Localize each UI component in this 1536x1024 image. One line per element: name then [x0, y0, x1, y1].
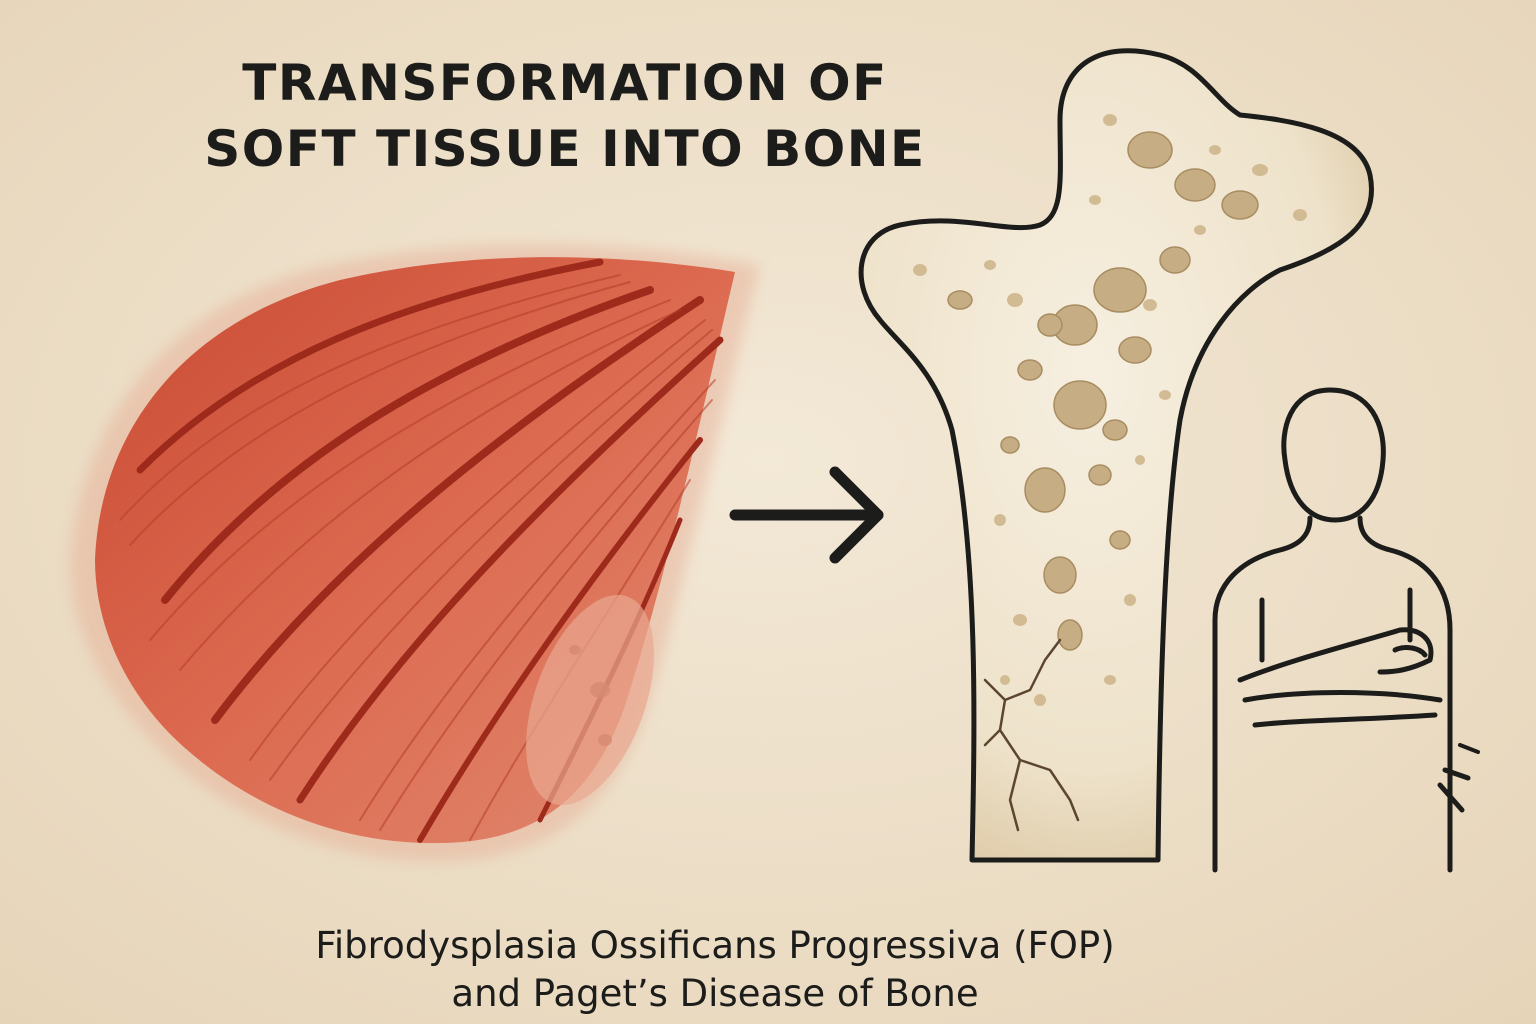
caption-line-1: Fibrodysplasia Ossificans Progressiva (F… — [315, 924, 1115, 967]
caption-line-2: and Paget’s Disease of Bone — [451, 972, 979, 1015]
muscle-fibers-illustration — [70, 244, 760, 862]
title-line-2: SOFT TISSUE INTO BONE — [204, 120, 926, 178]
title-line-1: TRANSFORMATION OF — [242, 54, 888, 112]
caption: Fibrodysplasia Ossificans Progressiva (F… — [150, 922, 1280, 1018]
page-title: TRANSFORMATION OF SOFT TISSUE INTO BONE — [150, 50, 980, 182]
person-arms-crossed-icon — [1212, 387, 1480, 873]
arrow-right-icon — [729, 466, 884, 564]
femur-bone-illustration — [858, 48, 1374, 863]
